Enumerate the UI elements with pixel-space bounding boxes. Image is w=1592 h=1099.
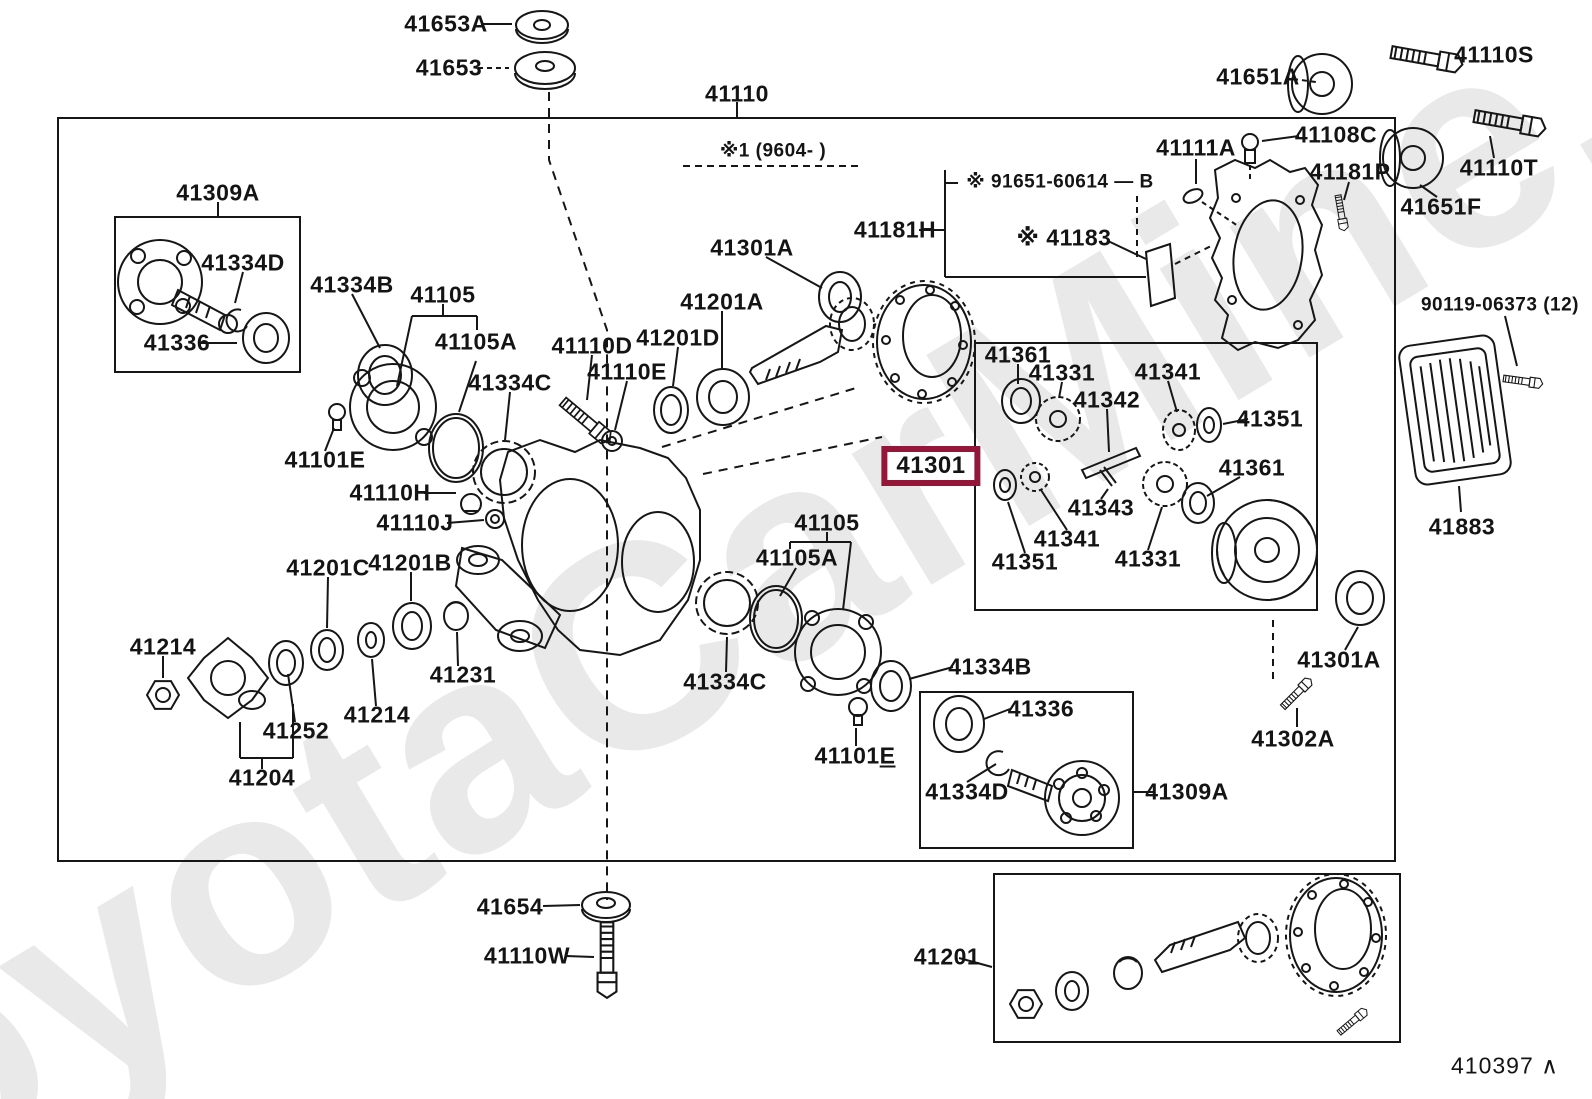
part-label[interactable]: 41653A	[404, 10, 488, 37]
part-label[interactable]: 41108C	[1294, 121, 1378, 148]
ring-pinion-kit-box	[993, 873, 1401, 1043]
part-label[interactable]: 41653	[415, 54, 483, 81]
part-label[interactable]: 41204	[228, 764, 296, 791]
part-label[interactable]: 41301A	[1297, 646, 1381, 673]
part-label[interactable]: 41336	[1007, 695, 1075, 722]
part-label[interactable]: 41309A	[176, 179, 260, 206]
axle-shaft-box-bottom	[919, 691, 1134, 849]
part-label[interactable]: 41110T	[1459, 154, 1539, 181]
part-label[interactable]: 41331	[1028, 359, 1096, 386]
part-label[interactable]: 41302A	[1251, 725, 1335, 752]
part-label[interactable]: 41214	[129, 633, 197, 660]
part-label[interactable]: 41105	[410, 281, 476, 308]
part-label[interactable]: 41110	[705, 80, 769, 107]
part-label[interactable]: 41331	[1114, 545, 1182, 572]
part-label[interactable]: 41361	[984, 341, 1052, 368]
diagram-text: ※1 (9604- )	[719, 140, 827, 162]
part-label[interactable]: 41334B	[310, 271, 394, 298]
part-label[interactable]: 41334D	[201, 249, 285, 276]
part-label[interactable]: 41110W	[483, 942, 571, 969]
part-label[interactable]: 41110J	[376, 509, 454, 536]
part-label[interactable]: 41654	[476, 893, 544, 920]
part-label[interactable]: 41334C	[468, 369, 552, 396]
part-label[interactable]: 41214	[343, 701, 411, 728]
part-label[interactable]: 41101E	[284, 446, 366, 473]
part-label[interactable]: 41110H	[349, 479, 431, 506]
part-label[interactable]: ※ 91651-60614 — B	[966, 171, 1154, 193]
part-label[interactable]: 41336	[143, 329, 211, 356]
part-label[interactable]: ※ 41183	[1016, 224, 1112, 251]
part-label[interactable]: 41651F	[1400, 193, 1482, 220]
part-label[interactable]: 41341	[1134, 358, 1202, 385]
part-label[interactable]: 41105A	[755, 544, 839, 571]
part-label[interactable]: 41252	[262, 717, 330, 744]
part-label[interactable]: 41105A	[434, 328, 518, 355]
part-label[interactable]: 41105	[794, 509, 860, 536]
part-label[interactable]: 41181H	[853, 216, 937, 243]
part-label[interactable]: 41343	[1067, 494, 1135, 521]
selected-part-label[interactable]: 41301	[881, 446, 981, 486]
part-label[interactable]: 41101E	[814, 742, 896, 769]
part-label[interactable]: 41334B	[948, 653, 1032, 680]
part-label[interactable]: 90119-06373 (12)	[1420, 294, 1580, 316]
part-label[interactable]: 41342	[1073, 386, 1141, 413]
part-label[interactable]: 41201D	[636, 324, 720, 351]
part-label[interactable]: 41111A	[1156, 134, 1236, 161]
part-label[interactable]: 41301A	[710, 234, 794, 261]
part-label[interactable]: 41110E	[587, 358, 667, 385]
part-label[interactable]: 41341	[1033, 525, 1101, 552]
part-label[interactable]: 41110D	[551, 332, 633, 359]
part-label[interactable]: 41181P	[1309, 158, 1391, 185]
diagram-text: 410397 ∧	[1451, 1052, 1559, 1079]
part-label[interactable]: 41361	[1218, 454, 1286, 481]
main-frame-box	[57, 117, 1396, 862]
part-label[interactable]: 41110S	[1454, 41, 1534, 68]
part-label[interactable]: 41651A	[1216, 63, 1300, 90]
axle-shaft-box-left	[114, 216, 301, 373]
part-label[interactable]: 41231	[429, 661, 497, 688]
part-label[interactable]: 41334D	[925, 778, 1009, 805]
part-label[interactable]: 41351	[1236, 405, 1304, 432]
part-label[interactable]: 41201A	[680, 288, 764, 315]
part-label[interactable]: 41351	[991, 548, 1059, 575]
part-label[interactable]: 41201B	[368, 549, 452, 576]
part-label[interactable]: 41201C	[286, 554, 370, 581]
part-label[interactable]: 41201	[913, 943, 981, 970]
part-label[interactable]: 41334C	[683, 668, 767, 695]
part-label[interactable]: 41883	[1428, 513, 1496, 540]
part-label[interactable]: 41309A	[1145, 778, 1229, 805]
